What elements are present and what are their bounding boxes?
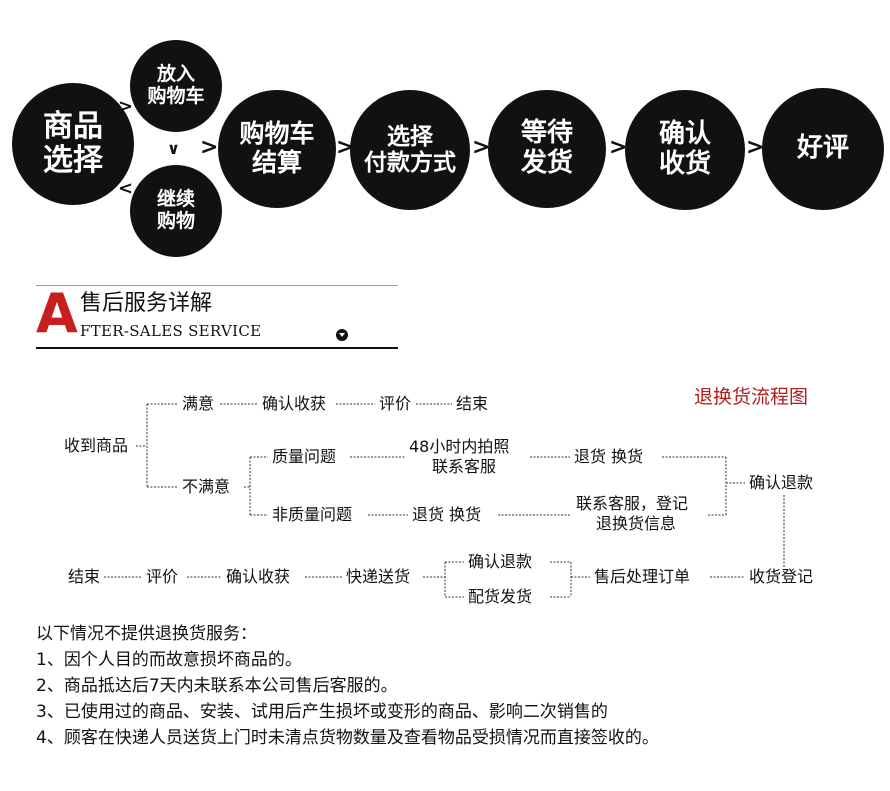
no-return-conditions: 以下情况不提供退换货服务： 1、因个人目的而故意损坏商品的。 2、商品抵达后7天…: [36, 621, 659, 751]
node-receive: 收到商品: [62, 436, 131, 455]
node-satisfied: 满意: [180, 394, 217, 413]
notes-item-2: 2、商品抵达后7天内未联系本公司售后客服的。: [36, 676, 398, 696]
step-wait-shipping: 等待 发货: [488, 90, 606, 208]
node-confirm-refund-2: 确认退款: [466, 552, 535, 571]
step-checkout: 购物车 结算: [218, 90, 336, 208]
step-add-label: 放入 购物车: [147, 63, 205, 107]
node-return-exchange-2: 退货 换货: [410, 505, 484, 524]
node-express-delivery: 快递送货: [344, 567, 413, 586]
arrow-right-icon: >: [609, 135, 628, 160]
step-continue-label: 继续 购物: [156, 188, 195, 232]
node-ship-replacement: 配货发货: [466, 587, 535, 606]
notes-item-4: 4、顾客在快递人员送货上门时未清点货物数量及查看物品受损情况而直接签收的。: [36, 728, 659, 748]
step-continue-shopping: 继续 购物: [130, 165, 222, 257]
step-payment: 选择 付款方式: [350, 90, 470, 210]
node-return-info: 退换货信息: [594, 514, 679, 533]
node-photo-48h: 48小时内拍照: [407, 437, 512, 456]
step-confirm-label: 确认 收货: [658, 119, 711, 179]
header-title: 售后服务详解: [80, 291, 213, 316]
node-after-sales-order: 售后处理订单: [592, 567, 693, 586]
step-confirm-receipt: 确认 收货: [625, 90, 745, 210]
step-good-review: 好评: [762, 88, 884, 210]
node-review-1: 评价: [377, 394, 414, 413]
step-select-label: 商品 选择: [43, 108, 103, 178]
node-review-2: 评价: [144, 567, 181, 586]
node-confirm-refund-1: 确认退款: [747, 473, 816, 492]
step-checkout-label: 购物车 结算: [239, 119, 315, 177]
flowchart-title: 退换货流程图: [694, 386, 809, 408]
node-end-1: 结束: [454, 394, 491, 413]
node-confirm-receipt-2: 确认收获: [224, 567, 293, 586]
arrow-right-icon: >: [746, 135, 765, 160]
node-confirm-receipt-1: 确认收获: [260, 394, 329, 413]
header-logo-letter: A: [36, 282, 78, 345]
step-wait-label: 等待 发货: [520, 118, 573, 178]
header-top-rule: [36, 285, 398, 286]
arrow-right-icon: >: [336, 135, 355, 160]
header-bottom-rule: [36, 347, 398, 349]
step-select: 商品 选择: [12, 83, 134, 205]
node-contact-service-1: 联系客服: [430, 457, 499, 476]
node-contact-service-2: 联系客服，登记: [574, 494, 691, 513]
node-return-exchange-1: 退货 换货: [572, 447, 646, 466]
dropdown-circle-icon: [336, 329, 348, 341]
arrow-right-icon: >: [200, 135, 219, 160]
node-register-receipt: 收货登记: [747, 567, 816, 586]
arrow-down-icon: ∨: [167, 139, 180, 158]
header-subtitle: FTER-SALES SERVICE: [80, 322, 262, 340]
node-unsatisfied: 不满意: [180, 477, 233, 496]
step-add-to-cart: 放入 购物车: [130, 40, 222, 132]
notes-heading: 以下情况不提供退换货服务：: [36, 624, 257, 644]
arrow-left-icon: <: [118, 178, 134, 199]
node-non-quality-issue: 非质量问题: [270, 505, 355, 524]
arrow-right-icon: >: [472, 135, 491, 160]
notes-item-1: 1、因个人目的而故意损坏商品的。: [36, 650, 302, 670]
node-end-2: 结束: [66, 567, 103, 586]
notes-item-3: 3、已使用过的商品、安装、试用后产生损坏或变形的商品、影响二次销售的: [36, 702, 608, 722]
step-review-label: 好评: [796, 133, 849, 164]
node-quality-issue: 质量问题: [270, 447, 339, 466]
step-payment-label: 选择 付款方式: [364, 123, 456, 176]
arrow-right-icon: >: [118, 96, 134, 117]
